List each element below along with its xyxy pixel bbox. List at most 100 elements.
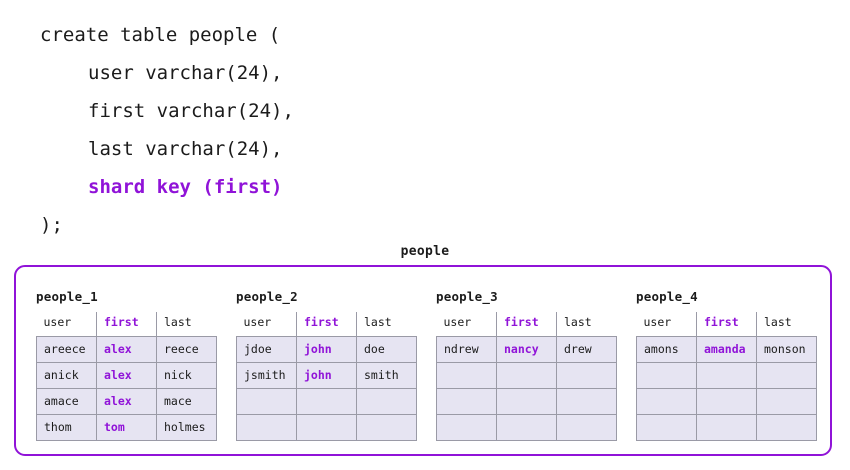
table-cell-empty: [236, 387, 297, 415]
shard-name: people_4: [636, 289, 698, 304]
logical-table-title: people: [400, 244, 450, 259]
table-row: [236, 387, 417, 415]
column-header: last: [556, 312, 617, 336]
table-cell-empty: [296, 387, 357, 415]
table-cell: anick: [36, 361, 97, 389]
code-line: user varchar(24),: [88, 62, 283, 84]
table-cell: thom: [36, 413, 97, 441]
sql-code-block: create table people ( user varchar(24), fi…: [40, 16, 294, 244]
table-cell: holmes: [156, 413, 217, 441]
table-cell-empty: [636, 361, 697, 389]
table-cell: amons: [636, 335, 697, 363]
table-cell: drew: [556, 335, 617, 363]
table-row: [636, 387, 817, 415]
table-cell-empty: [556, 413, 617, 441]
table-cell-empty: [756, 413, 817, 441]
table-cell-empty: [696, 413, 757, 441]
column-header: user: [43, 314, 72, 329]
table-cell-empty: [296, 413, 357, 441]
table-cell-empty: [756, 387, 817, 415]
table-cell-shard-key: nancy: [496, 335, 557, 363]
table-cell: reece: [156, 335, 217, 363]
table-cell-empty: [436, 361, 497, 389]
table-cell-empty: [236, 413, 297, 441]
table-cell-shard-key: john: [296, 361, 357, 389]
table-cell: areece: [36, 335, 97, 363]
column-header: user: [643, 314, 672, 329]
table-cell-empty: [696, 361, 757, 389]
table-row: [636, 413, 817, 441]
table-cell: mace: [156, 387, 217, 415]
table-cell-empty: [436, 413, 497, 441]
table-cell-empty: [496, 387, 557, 415]
column-header-shard-key: first: [296, 312, 357, 336]
code-line: first varchar(24),: [88, 100, 294, 122]
column-header: last: [356, 312, 417, 336]
table-cell-empty: [636, 413, 697, 441]
table-row: [436, 387, 617, 415]
table-row: [636, 361, 817, 389]
code-line: create table people (: [40, 24, 281, 46]
table-cell-shard-key: amanda: [696, 335, 757, 363]
table-cell: ndrew: [436, 335, 497, 363]
table-cell: jsmith: [236, 361, 297, 389]
table-cell-shard-key: alex: [96, 361, 157, 389]
table-cell-shard-key: alex: [96, 387, 157, 415]
code-line: last varchar(24),: [88, 138, 283, 160]
shard-name: people_1: [36, 289, 98, 304]
column-header: last: [156, 312, 217, 336]
table-cell: amace: [36, 387, 97, 415]
column-header-shard-key: first: [496, 312, 557, 336]
table-cell-empty: [436, 387, 497, 415]
code-line-shard-key: shard key (first): [88, 176, 283, 198]
table-row: [236, 413, 417, 441]
code-line: );: [40, 214, 63, 236]
table-cell-empty: [356, 387, 417, 415]
table-cell-shard-key: alex: [96, 335, 157, 363]
table-cell-shard-key: john: [296, 335, 357, 363]
column-header: last: [756, 312, 817, 336]
table-row: [436, 361, 617, 389]
table-row: [436, 413, 617, 441]
table-cell-shard-key: tom: [96, 413, 157, 441]
shard-name: people_3: [436, 289, 498, 304]
table-cell-empty: [556, 387, 617, 415]
table-cell: jdoe: [236, 335, 297, 363]
table-cell-empty: [556, 361, 617, 389]
table-cell-empty: [356, 413, 417, 441]
table-cell: doe: [356, 335, 417, 363]
column-header-shard-key: first: [96, 312, 157, 336]
table-cell: smith: [356, 361, 417, 389]
column-header: user: [243, 314, 272, 329]
table-cell-empty: [636, 387, 697, 415]
table-cell-empty: [496, 361, 557, 389]
table-cell: nick: [156, 361, 217, 389]
shard-name: people_2: [236, 289, 298, 304]
table-cell-empty: [496, 413, 557, 441]
column-header-shard-key: first: [696, 312, 757, 336]
table-cell-empty: [756, 361, 817, 389]
table-cell-empty: [696, 387, 757, 415]
